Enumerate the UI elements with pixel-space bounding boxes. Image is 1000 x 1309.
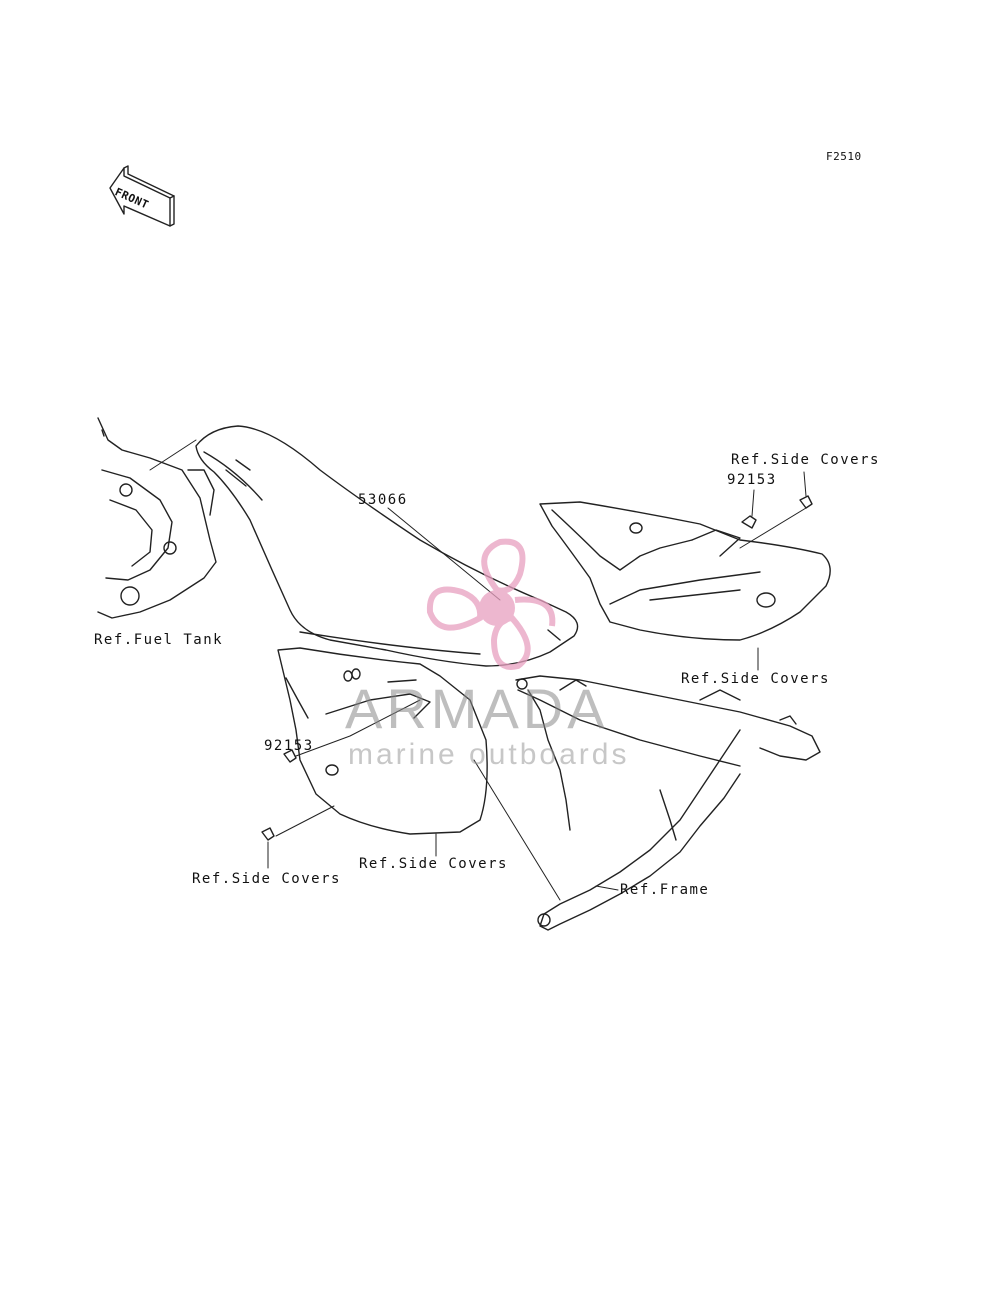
callout-92153-lower[interactable]: 92153	[264, 738, 314, 754]
front-arrow-icon	[109, 165, 175, 227]
callout-53066[interactable]: 53066	[358, 492, 408, 508]
callout-ref-side-covers-right[interactable]: Ref.Side Covers	[681, 671, 830, 687]
watermark-subtitle: marine outboards	[348, 738, 630, 771]
callout-ref-side-covers-top[interactable]: Ref.Side Covers	[731, 452, 880, 468]
seat	[195, 425, 579, 667]
bolt-upper	[741, 495, 813, 529]
callout-ref-side-covers-lower[interactable]: Ref.Side Covers	[192, 871, 341, 887]
diagram-code: F2510	[826, 150, 862, 163]
callout-ref-fuel-tank[interactable]: Ref.Fuel Tank	[94, 632, 224, 648]
bolt-lower	[261, 749, 297, 841]
rear-frame	[515, 675, 821, 931]
fuel-tank	[97, 417, 217, 619]
armada-logo-icon	[426, 538, 556, 670]
leader-lines	[149, 439, 807, 901]
watermark-title: ARMADA	[345, 677, 609, 740]
left-side-cover	[277, 647, 488, 835]
callout-92153-upper[interactable]: 92153	[727, 472, 777, 488]
right-side-cover	[539, 501, 831, 641]
callout-ref-frame[interactable]: Ref.Frame	[620, 882, 710, 898]
callout-ref-side-covers-mid[interactable]: Ref.Side Covers	[359, 856, 508, 872]
